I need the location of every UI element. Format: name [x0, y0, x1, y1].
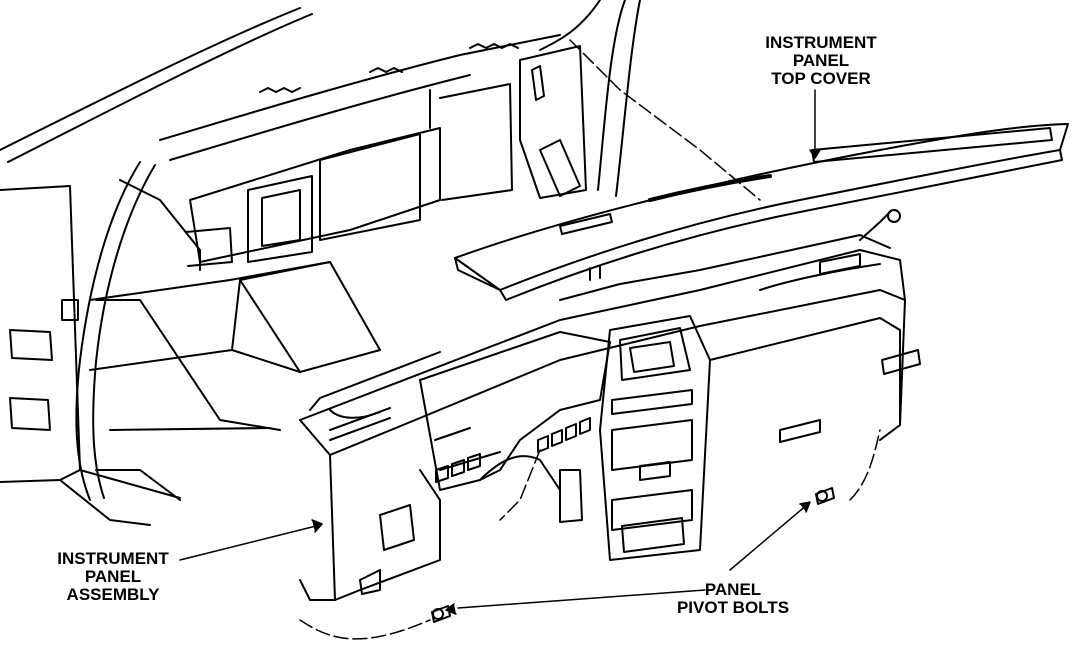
- label-line: PANEL: [704, 580, 762, 599]
- top-cover-screw: [859, 209, 901, 241]
- label-instrument-panel-assembly: INSTRUMENT PANEL ASSEMBLY: [40, 550, 186, 604]
- leader-lines: [179, 39, 881, 640]
- floor-and-seat: [89, 261, 381, 501]
- label-line: INSTRUMENT: [57, 549, 169, 568]
- label-line: INSTRUMENT: [765, 33, 877, 52]
- pivot-bolt-left: [431, 605, 451, 623]
- label-instrument-panel-top-cover: INSTRUMENT PANEL TOP COVER: [748, 34, 894, 88]
- label-line: TOP COVER: [771, 69, 871, 88]
- label-line: PANEL: [84, 567, 142, 586]
- firewall-structure: [119, 34, 587, 271]
- label-line: ASSEMBLY: [66, 585, 160, 604]
- instrument-panel-top-cover: [454, 123, 1069, 301]
- label-line: PIVOT BOLTS: [676, 598, 790, 617]
- pivot-bolt-right: [815, 487, 835, 505]
- instrument-panel-assembly: [299, 234, 921, 601]
- label-panel-pivot-bolts: PANEL PIVOT BOLTS: [660, 581, 806, 617]
- left-door-panel: [0, 185, 181, 526]
- label-line: PANEL: [792, 51, 850, 70]
- a-pillar: [0, 0, 641, 501]
